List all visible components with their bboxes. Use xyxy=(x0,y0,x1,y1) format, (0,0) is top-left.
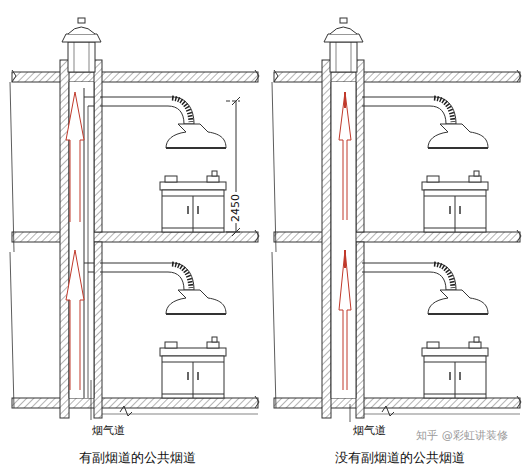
callout-label: 烟气道 xyxy=(92,425,125,437)
watermark: 知乎 @彩虹讲装修 xyxy=(416,430,508,442)
caption-text: 有副烟道的公共烟道 xyxy=(79,451,196,465)
building-section xyxy=(10,18,259,418)
caption-text: 没有副烟道的公共烟道 xyxy=(335,451,465,465)
dimension-text: 2450 xyxy=(230,193,242,223)
callout-label: 烟气道 xyxy=(353,425,386,437)
building-section xyxy=(272,18,521,418)
